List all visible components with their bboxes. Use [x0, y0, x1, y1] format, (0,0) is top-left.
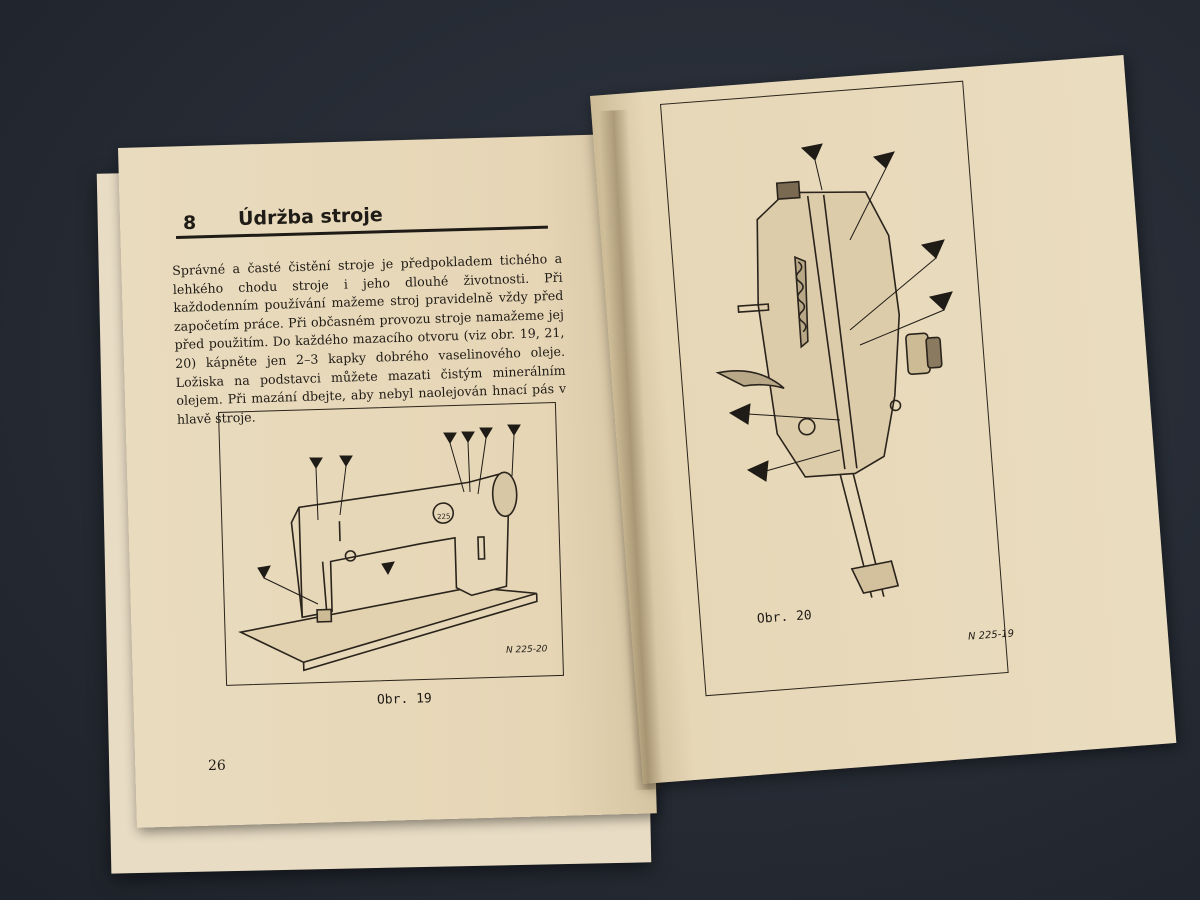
figure-19-reference: N 225-20	[505, 644, 548, 656]
oil-point-markers	[257, 424, 521, 605]
machine-badge: 225	[437, 512, 451, 521]
machine-head-illustration	[715, 180, 943, 598]
page-number: 26	[208, 758, 226, 774]
chapter-number: 8	[183, 212, 197, 234]
oil-point-markers-fig20	[728, 143, 953, 482]
sewing-machine-illustration	[238, 471, 538, 672]
figure-19-caption: Obr. 19	[376, 691, 432, 708]
